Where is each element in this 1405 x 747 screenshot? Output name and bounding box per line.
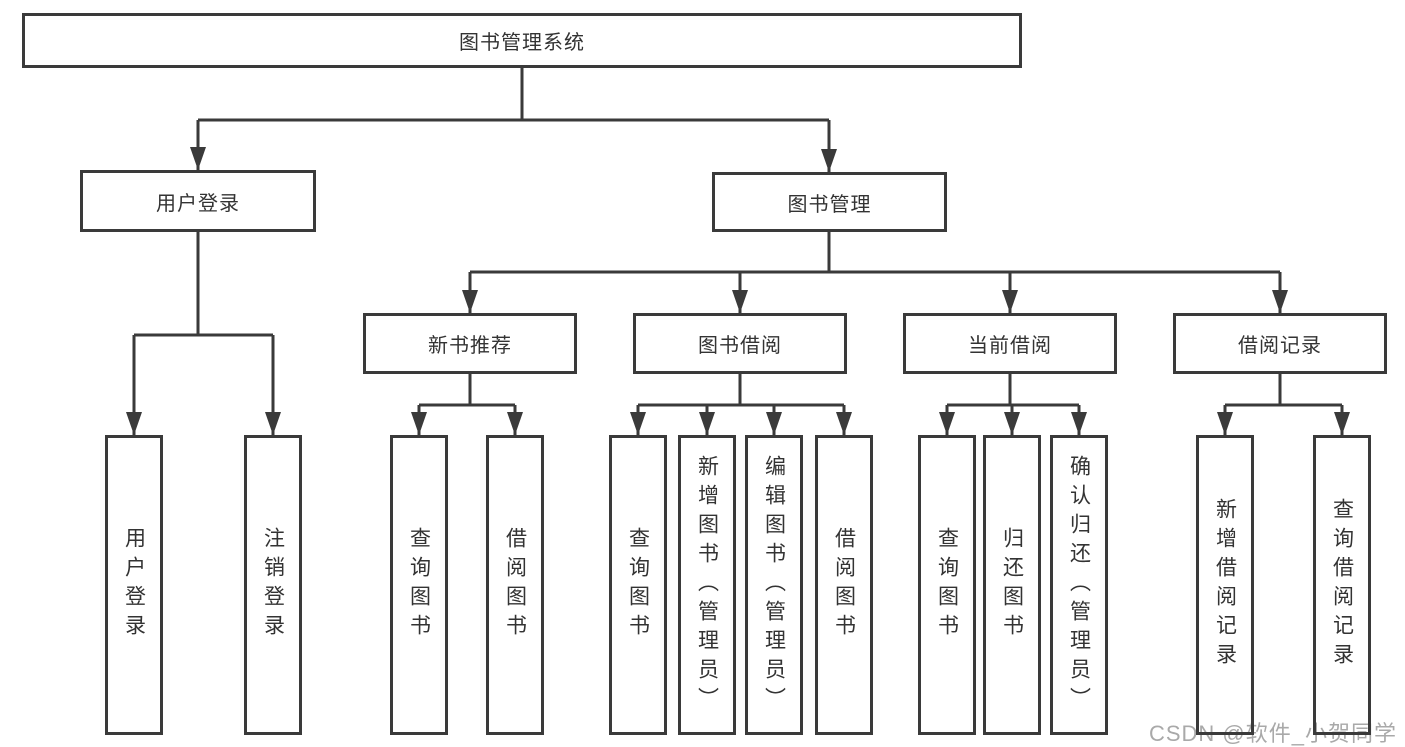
leaf-logout: 注销登录 <box>244 435 302 735</box>
node-current-borrow: 当前借阅 <box>903 313 1117 374</box>
leaf-label: 查询借阅记录 <box>1330 498 1354 672</box>
leaf-query-books-current: 查询图书 <box>918 435 976 735</box>
leaf-label: 查询图书 <box>626 527 650 643</box>
leaf-edit-books-admin: 编辑图书（管理员） <box>745 435 803 735</box>
leaf-confirm-return-admin: 确认归还（管理员） <box>1050 435 1108 735</box>
node-user-login: 用户登录 <box>80 170 316 232</box>
leaf-label: 新增借阅记录 <box>1213 498 1237 672</box>
leaf-label: 注销登录 <box>261 527 285 643</box>
leaf-borrow-books: 借阅图书 <box>815 435 873 735</box>
leaf-user-login: 用户登录 <box>105 435 163 735</box>
leaf-label: 新增图书（管理员） <box>695 454 719 716</box>
leaf-query-borrow-record: 查询借阅记录 <box>1313 435 1371 735</box>
leaf-label: 归还图书 <box>1000 527 1024 643</box>
node-book-borrow: 图书借阅 <box>633 313 847 374</box>
leaf-label: 编辑图书（管理员） <box>762 454 786 716</box>
node-library-management-system: 图书管理系统 <box>22 13 1022 68</box>
node-new-book-recommend: 新书推荐 <box>363 313 577 374</box>
leaf-label: 借阅图书 <box>503 527 527 643</box>
leaf-add-borrow-record: 新增借阅记录 <box>1196 435 1254 735</box>
leaf-add-books-admin: 新增图书（管理员） <box>678 435 736 735</box>
leaf-label: 查询图书 <box>407 527 431 643</box>
leaf-label: 确认归还（管理员） <box>1067 454 1091 716</box>
leaf-query-books-recommend: 查询图书 <box>390 435 448 735</box>
leaf-label: 查询图书 <box>935 527 959 643</box>
leaf-borrow-books-recommend: 借阅图书 <box>486 435 544 735</box>
leaf-query-books-borrow: 查询图书 <box>609 435 667 735</box>
leaf-label: 用户登录 <box>122 527 146 643</box>
node-borrow-records: 借阅记录 <box>1173 313 1387 374</box>
connector-path <box>132 68 1344 435</box>
leaf-return-books: 归还图书 <box>983 435 1041 735</box>
leaf-label: 借阅图书 <box>832 527 856 643</box>
node-book-management: 图书管理 <box>712 172 947 232</box>
